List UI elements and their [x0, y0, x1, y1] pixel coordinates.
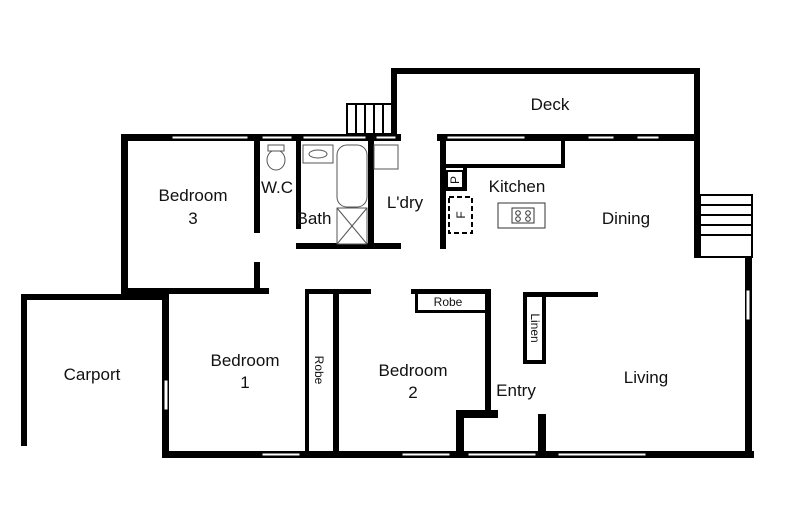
label-robe2: Robe: [434, 295, 463, 309]
label-bedroom1-line1: Bedroom: [211, 351, 280, 370]
label-dining: Dining: [602, 209, 650, 228]
label-bedroom3-line2: 3: [188, 209, 197, 228]
pantry-box: [446, 170, 464, 189]
label-bath: Bath: [297, 209, 332, 228]
stairs-side: [699, 194, 753, 258]
label-linen: Linen: [528, 313, 542, 342]
room-labels: Deck Bedroom 3 W.C Bath L'dry Kitchen Di…: [64, 95, 669, 402]
label-deck: Deck: [531, 95, 570, 114]
walls: [21, 68, 754, 458]
label-kitchen: Kitchen: [489, 177, 546, 196]
toilet-icon: [266, 149, 286, 171]
label-living: Living: [624, 368, 668, 387]
label-bedroom3-line1: Bedroom: [159, 186, 228, 205]
label-laundry: L'dry: [387, 193, 424, 212]
label-pantry: P: [448, 176, 462, 184]
windows: [163, 135, 751, 457]
label-bedroom2-line1: Bedroom: [379, 361, 448, 380]
label-bedroom2-line2: 2: [408, 383, 417, 402]
laundry-tub-icon: [373, 144, 399, 170]
label-bedroom1-line2: 1: [240, 373, 249, 392]
label-carport: Carport: [64, 365, 121, 384]
fixtures: [266, 144, 546, 245]
fridge-space: [448, 196, 473, 234]
cooktop-icon: [511, 207, 535, 224]
label-entry: Entry: [496, 381, 536, 400]
label-wc: W.C: [261, 178, 293, 197]
stairs-deck: [346, 103, 396, 135]
label-fridge: F: [454, 211, 468, 218]
bathtub-icon: [336, 144, 368, 208]
label-robe1: Robe: [312, 356, 326, 385]
